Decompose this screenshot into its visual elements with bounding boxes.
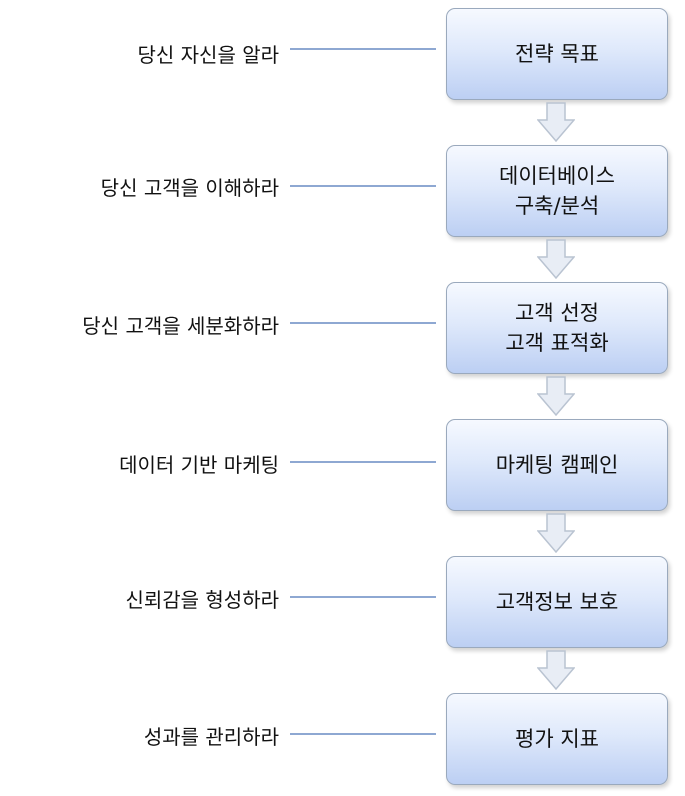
step-box-5: 고객정보 보호 [446, 556, 668, 648]
step-box-text-2: 데이터베이스 구축/분석 [499, 164, 615, 218]
step-row-2: 당신 고객을 이해하라 데이터베이스 구축/분석 [0, 145, 685, 237]
step-box-3: 고객 선정 고객 표적화 [446, 282, 668, 374]
step-label-2: 당신 고객을 이해하라 [100, 176, 279, 200]
step-box-text-3: 고객 선정 고객 표적화 [505, 301, 609, 355]
step-row-6: 성과를 관리하라 평가 지표 [0, 693, 685, 785]
connector-line-3 [290, 322, 436, 324]
step-box-text-5: 고객정보 보호 [495, 590, 619, 614]
connector-line-1 [290, 48, 436, 50]
down-arrow-icon-1 [537, 102, 575, 142]
down-arrow-icon-4 [537, 513, 575, 553]
step-box-1: 전략 목표 [446, 8, 668, 100]
step-box-6: 평가 지표 [446, 693, 668, 785]
connector-line-2 [290, 185, 436, 187]
step-box-text-4: 마케팅 캠페인 [495, 453, 619, 477]
step-label-6: 성과를 관리하라 [143, 725, 279, 749]
down-arrow-icon-5 [537, 650, 575, 690]
step-box-text-1: 전략 목표 [515, 42, 599, 66]
down-arrow-icon-3 [537, 376, 575, 416]
connector-line-6 [290, 733, 436, 735]
connector-line-4 [290, 461, 436, 463]
step-label-4: 데이터 기반 마케팅 [119, 453, 279, 477]
step-box-4: 마케팅 캠페인 [446, 419, 668, 511]
down-arrow-icon-2 [537, 239, 575, 279]
connector-line-5 [290, 596, 436, 598]
step-row-4: 데이터 기반 마케팅 마케팅 캠페인 [0, 419, 685, 511]
step-label-1: 당신 자신을 알라 [137, 43, 279, 67]
step-box-text-6: 평가 지표 [515, 727, 599, 751]
step-label-3: 당신 고객을 세분화하라 [82, 314, 279, 338]
step-row-1: 당신 자신을 알라 전략 목표 [0, 8, 685, 100]
step-box-2: 데이터베이스 구축/분석 [446, 145, 668, 237]
step-label-5: 신뢰감을 형성하라 [125, 588, 279, 612]
step-row-5: 신뢰감을 형성하라 고객정보 보호 [0, 556, 685, 648]
step-row-3: 당신 고객을 세분화하라 고객 선정 고객 표적화 [0, 282, 685, 374]
